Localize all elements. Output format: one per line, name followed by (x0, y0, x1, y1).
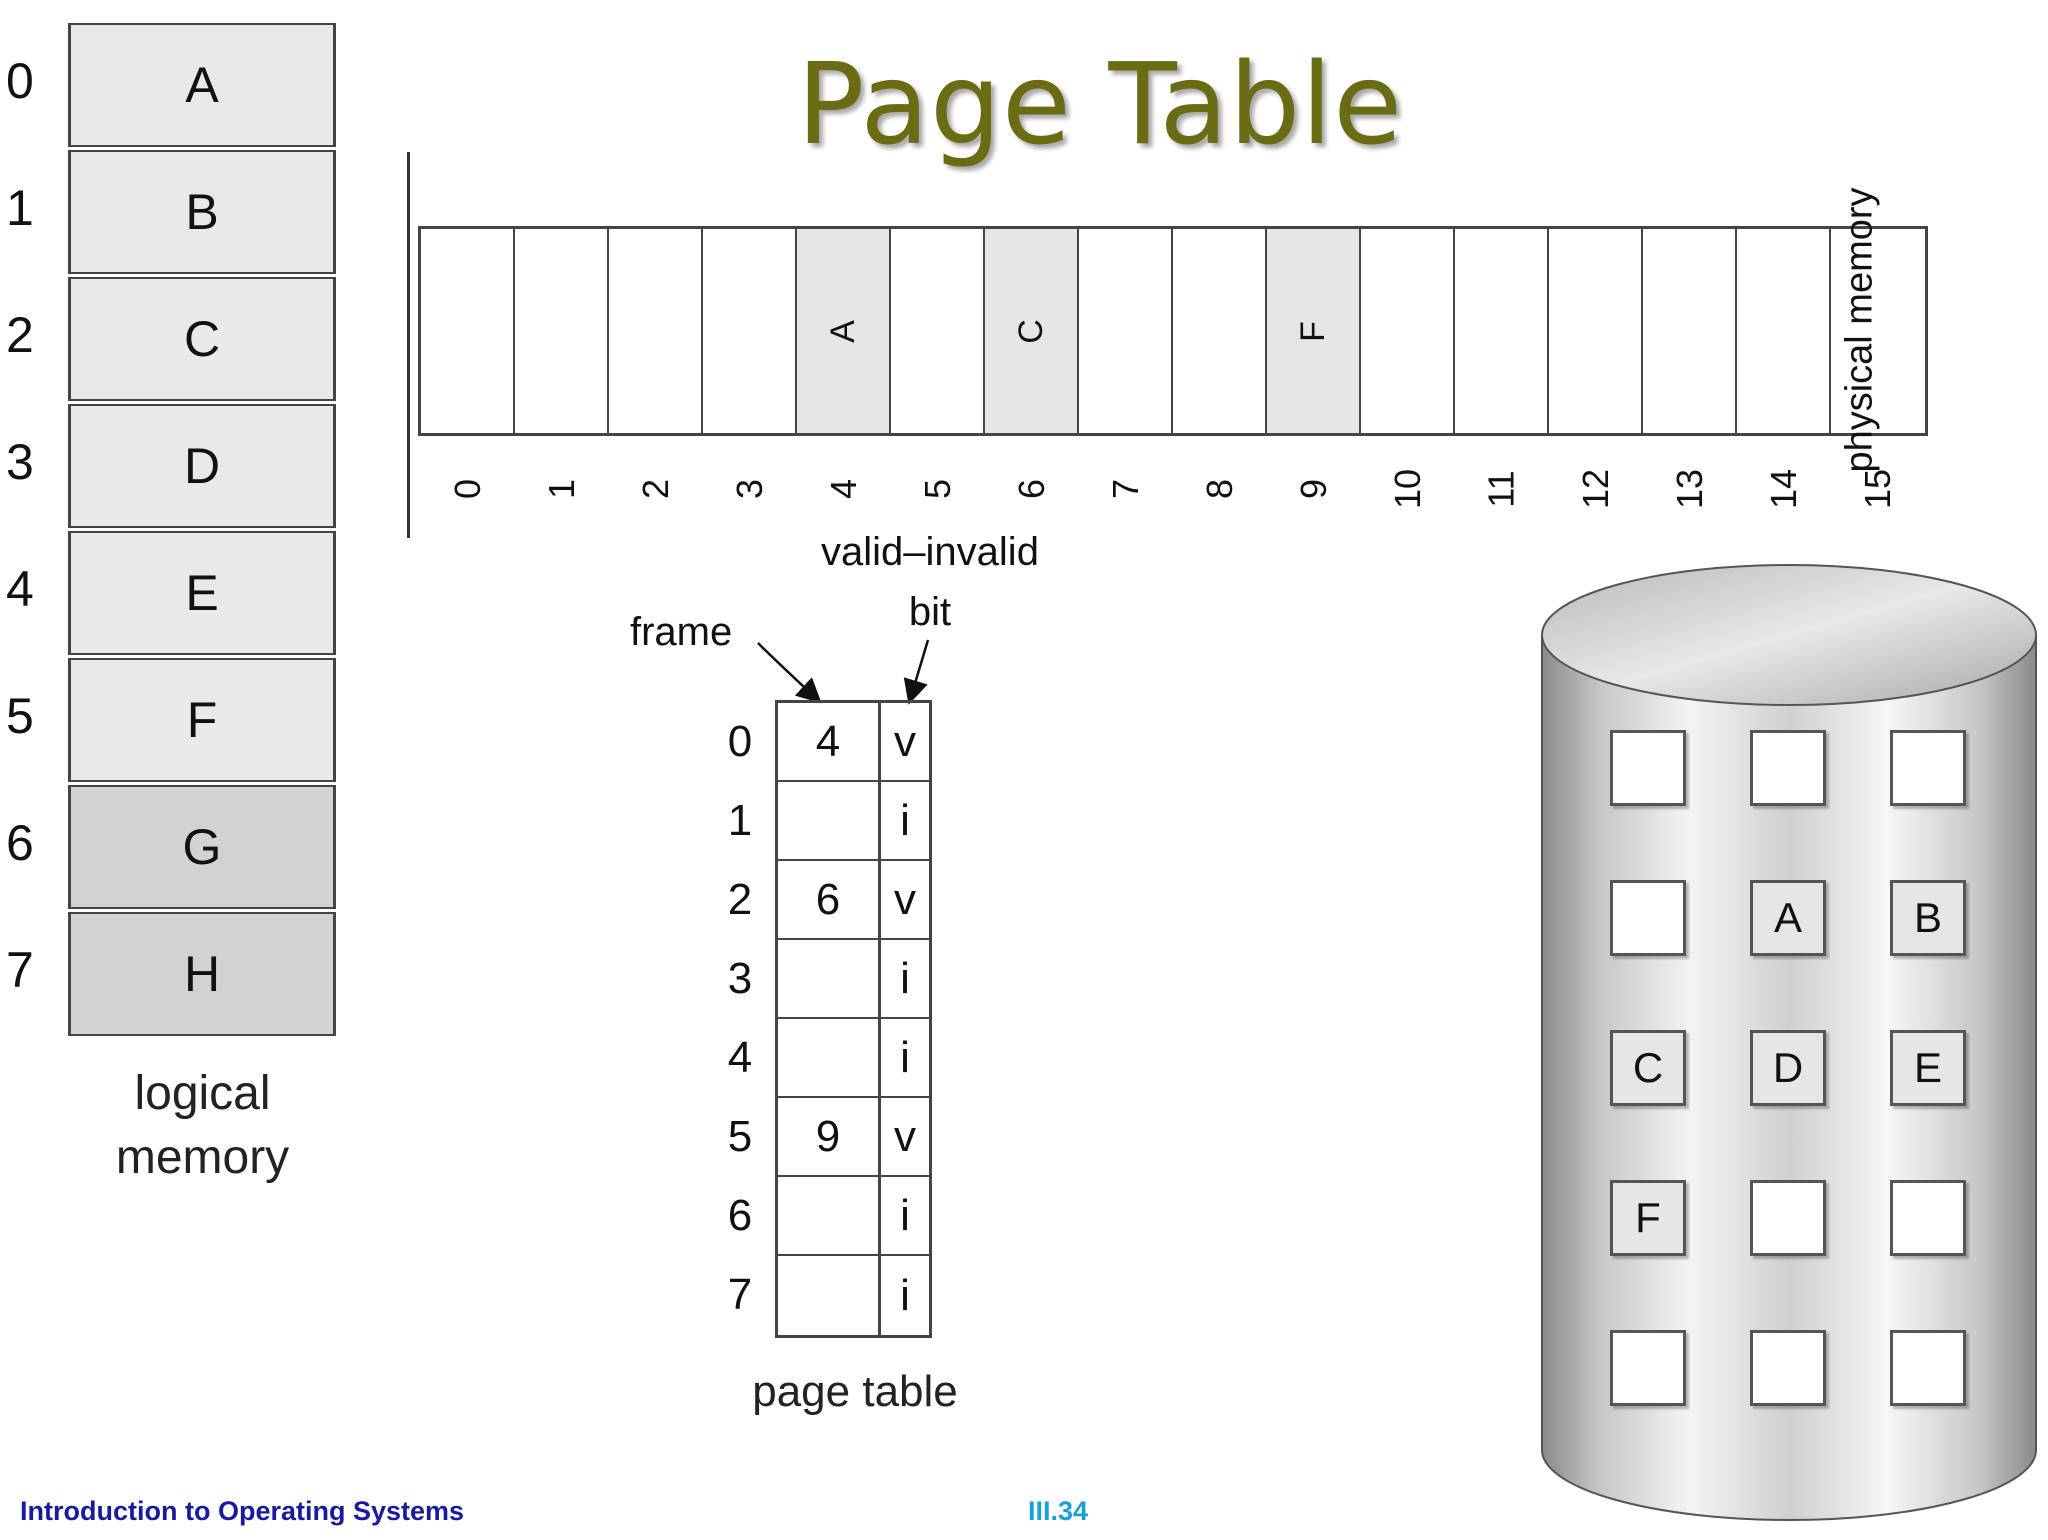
page-table-index: 0 (727, 717, 753, 766)
disk-block: E (1890, 1030, 1966, 1106)
bit-arrow (903, 639, 930, 705)
page-table-valid-bit: i (900, 795, 910, 845)
page-table-row: i (778, 1019, 929, 1098)
disk-block: C (1610, 1030, 1686, 1106)
logical-page-cell: E (68, 531, 336, 655)
footer-course: Introduction to Operating Systems (20, 1496, 465, 1526)
physical-frame-cell (891, 229, 985, 433)
disk-block (1610, 730, 1686, 806)
page-table-row: i (778, 940, 929, 1019)
physical-frame-cell (703, 229, 797, 433)
disk-block (1750, 1330, 1826, 1406)
logical-page-index: 0 (6, 53, 34, 109)
page-table-index: 1 (727, 796, 753, 845)
disk-block (1610, 880, 1686, 956)
logical-page-cell: C (68, 277, 336, 401)
logical-page-index: 2 (6, 307, 34, 363)
physical-frame-cell (515, 229, 609, 433)
physical-frame-cell (1643, 229, 1737, 433)
page-table-index: 5 (727, 1112, 753, 1161)
physical-frame-cell: A (797, 229, 891, 433)
logical-page-cell: A (68, 23, 336, 147)
disk-block (1610, 1330, 1686, 1406)
frame-arrow (757, 642, 822, 704)
bit-label: bit (908, 590, 952, 634)
physical-frame-cell: C (985, 229, 1079, 433)
physical-frame-cell (609, 229, 703, 433)
physical-frame-cell (1079, 229, 1173, 433)
disk-block (1750, 1180, 1826, 1256)
disk-block (1890, 730, 1966, 806)
divider-line (407, 152, 410, 538)
physical-frame-cell (1173, 229, 1267, 433)
page-table-row: i (778, 1256, 929, 1335)
logical-page-index: 5 (6, 688, 34, 744)
logical-page-cell: B (68, 150, 336, 274)
physical-frame-cell (1549, 229, 1643, 433)
logical-page-index: 4 (6, 561, 34, 617)
logical-memory-caption-line2: memory (115, 1131, 290, 1184)
logical-page-cell: F (68, 658, 336, 782)
page-table-valid-bit: v (894, 716, 916, 766)
disk-block (1890, 1330, 1966, 1406)
page-table-frame (778, 1019, 881, 1096)
page-table-frame (778, 1256, 881, 1335)
logical-memory-caption: logical memory (70, 1062, 335, 1190)
page-table-frame: 4 (778, 703, 881, 780)
logical-page-cell: H (68, 912, 336, 1036)
page-table-index: 7 (727, 1270, 753, 1319)
page-table-frame (778, 782, 881, 859)
page-table-index: 4 (727, 1033, 753, 1082)
page-table-frame (778, 940, 881, 1017)
slide-title: Page Table (796, 40, 1404, 170)
page-table-valid-bit: i (900, 1032, 910, 1082)
frame-label: frame (630, 610, 733, 654)
page-table-valid-bit: v (894, 874, 916, 924)
page-table-row: i (778, 782, 929, 861)
disk-block: F (1610, 1180, 1686, 1256)
physical-frame-cell (1737, 229, 1831, 433)
page-table-index: 3 (727, 954, 753, 1003)
page-table-index: 2 (727, 875, 753, 924)
disk-block: A (1750, 880, 1826, 956)
logical-page-cell: D (68, 404, 336, 528)
physical-frame-cell (1361, 229, 1455, 433)
page-table-valid-bit: i (900, 953, 910, 1003)
page-table-valid-bit: i (900, 1270, 910, 1320)
valid-invalid-label: valid–invalid (821, 530, 1039, 574)
logical-page-index: 3 (6, 434, 34, 490)
disk-block: D (1750, 1030, 1826, 1106)
page-table-valid-bit: v (894, 1111, 916, 1161)
logical-page-cell: G (68, 785, 336, 909)
physical-frame-cell: F (1267, 229, 1361, 433)
page-table-index: 6 (727, 1191, 753, 1240)
physical-frame-cell (421, 229, 515, 433)
logical-memory-caption-line1: logical (134, 1067, 271, 1120)
page-table-row: i (778, 1177, 929, 1256)
page-table-valid-bit: i (900, 1190, 910, 1240)
disk-block (1890, 1180, 1966, 1256)
page-table-caption: page table (752, 1367, 958, 1416)
physical-frame-cell (1455, 229, 1549, 433)
page-table-frame (778, 1177, 881, 1254)
page-table-frame: 9 (778, 1098, 881, 1175)
logical-page-index: 7 (6, 942, 34, 998)
disk-block: B (1890, 880, 1966, 956)
logical-page-index: 1 (6, 180, 34, 236)
footer-slide-number: III.34 (1028, 1496, 1089, 1526)
disk-block (1750, 730, 1826, 806)
page-table-frame: 6 (778, 861, 881, 938)
logical-page-index: 6 (6, 815, 34, 871)
